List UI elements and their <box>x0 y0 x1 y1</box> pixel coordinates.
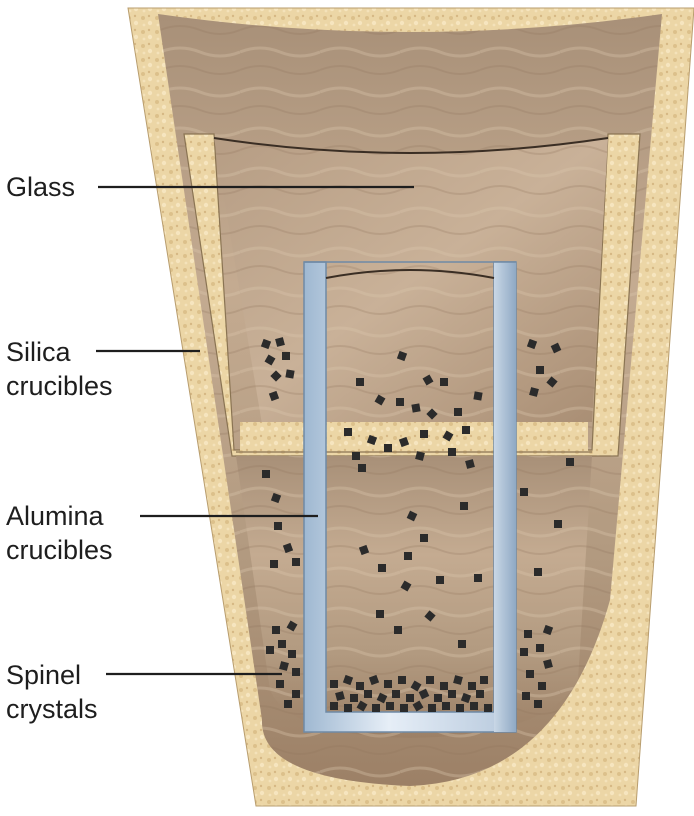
spinel-crystals-label: Spinel crystals <box>6 658 98 726</box>
silica-crucibles-label: Silica crucibles <box>6 335 113 403</box>
alumina-crucibles-label: Alumina crucibles <box>6 499 113 567</box>
glass-label: Glass <box>6 170 75 204</box>
